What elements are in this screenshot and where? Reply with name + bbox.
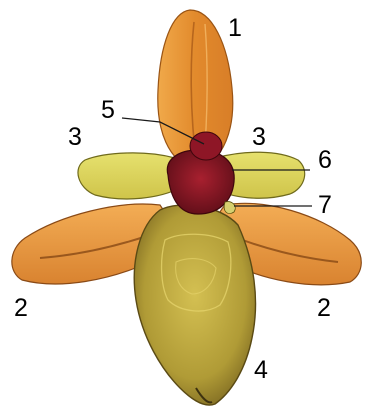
label-5: 5 xyxy=(101,98,115,123)
label-6: 6 xyxy=(318,148,332,173)
column-head xyxy=(190,132,222,160)
label-2-right: 2 xyxy=(317,296,331,321)
label-2-left: 2 xyxy=(14,296,28,321)
lip xyxy=(134,205,255,405)
label-7: 7 xyxy=(318,193,332,218)
label-3-right: 3 xyxy=(252,125,266,150)
left-sepal xyxy=(78,153,180,199)
label-1: 1 xyxy=(228,16,242,41)
label-4: 4 xyxy=(254,358,268,383)
label-3-left: 3 xyxy=(68,125,82,150)
